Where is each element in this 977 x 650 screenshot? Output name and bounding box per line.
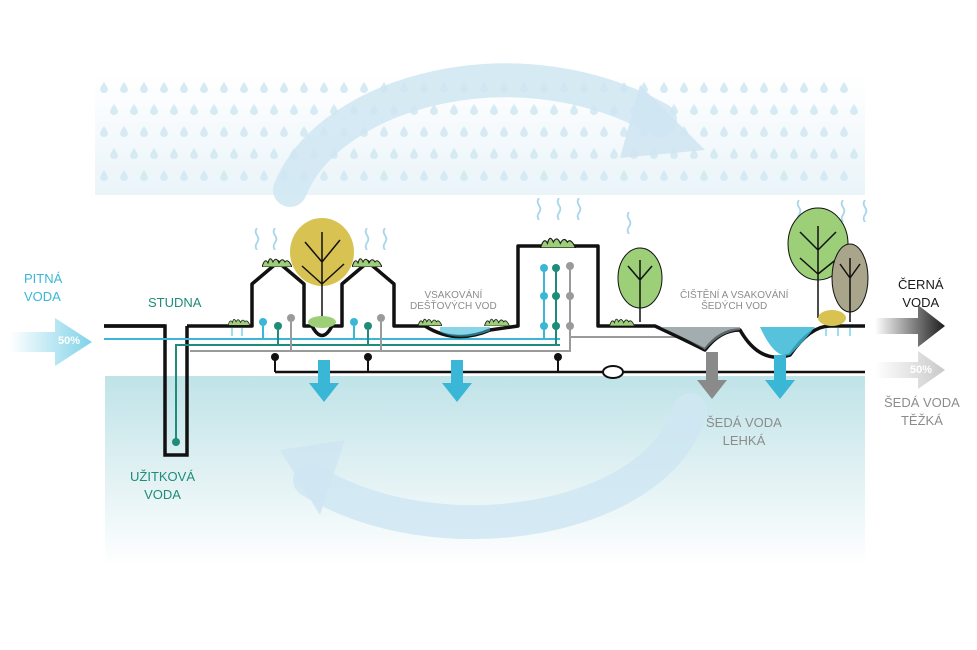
cycle-arrow-bottom: [293, 393, 707, 540]
well-label: STUDNA: [148, 295, 202, 310]
grey-water-pond: [660, 327, 740, 350]
lawn-1: [228, 318, 250, 326]
house-taps: [259, 262, 574, 351]
septic-tank-icon: [602, 365, 624, 379]
rainwater-infiltration-label: VSAKOVÁNÍ DEŠŤOVÝCH VOD: [410, 290, 497, 312]
cycle-arrow-top: [273, 63, 677, 207]
well-pipe: [175, 344, 560, 442]
cycle-arrow-bottom-head: [280, 440, 345, 515]
tree-yellow: [290, 218, 354, 328]
outflow-percent: 50%: [910, 364, 933, 376]
lawn-4: [609, 318, 635, 326]
rain-pond: [440, 327, 490, 337]
sewage-node-1: [271, 353, 279, 361]
drinking-water-label: PITNÁ VODA: [24, 271, 63, 304]
roof-grass-3: [539, 237, 577, 248]
heavy-grey-water-arrow: [875, 351, 945, 389]
tree-green-small: [617, 247, 663, 322]
black-water-label: ČERNÁ VODA: [898, 277, 944, 310]
tree-green-large: [787, 207, 849, 318]
tree-grey: [831, 243, 869, 322]
sewage-node-3: [554, 353, 562, 361]
roof-grass-1: [262, 258, 292, 267]
lawn-3: [484, 318, 510, 326]
sewage-node-2: [364, 353, 372, 361]
bush-yellow: [818, 310, 846, 326]
grey-water-treatment-label: ČIŠTĚNÍ A VSAKOVÁNÍ ŠEDÝCH VOD: [680, 290, 789, 312]
service-water-label: UŽITKOVÁ VODA: [130, 469, 196, 502]
inflow-percent: 50%: [58, 335, 81, 347]
roof-grass-2: [352, 258, 382, 267]
well-pump-icon: [172, 438, 180, 446]
light-grey-water-label: ŠEDÁ VODA LEHKÁ: [706, 415, 782, 448]
lawn-2: [418, 318, 442, 326]
heavy-grey-water-label: ŠEDÁ VODA TĚŽKÁ: [884, 395, 960, 428]
black-water-arrow: [875, 305, 945, 347]
inflow-arrow: [10, 318, 92, 366]
small-drip-arrows: [231, 328, 851, 336]
cleaned-water-pond: [760, 327, 815, 356]
infiltration-arrows: [309, 352, 795, 402]
cycle-arrow-top-head: [620, 85, 705, 158]
